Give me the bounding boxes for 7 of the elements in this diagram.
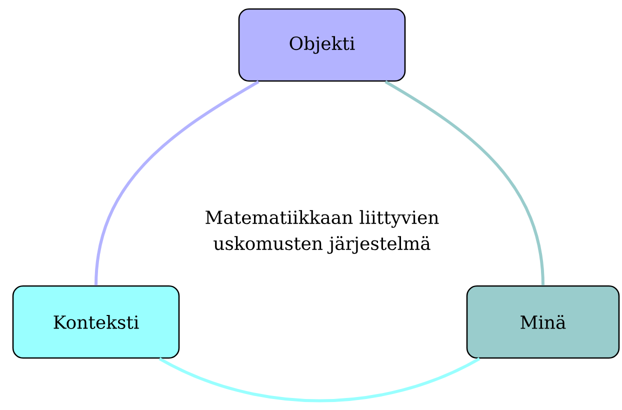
connector-arc [94,80,260,286]
connector-arc [384,80,544,286]
connector-arc [158,357,480,402]
center-label: Matematiikkaan liittyvien uskomusten järjestelmä [206,210,439,254]
process-box: Minä [466,285,620,359]
process-box: Konteksti [12,285,180,359]
process-box: Objekti [238,8,406,82]
